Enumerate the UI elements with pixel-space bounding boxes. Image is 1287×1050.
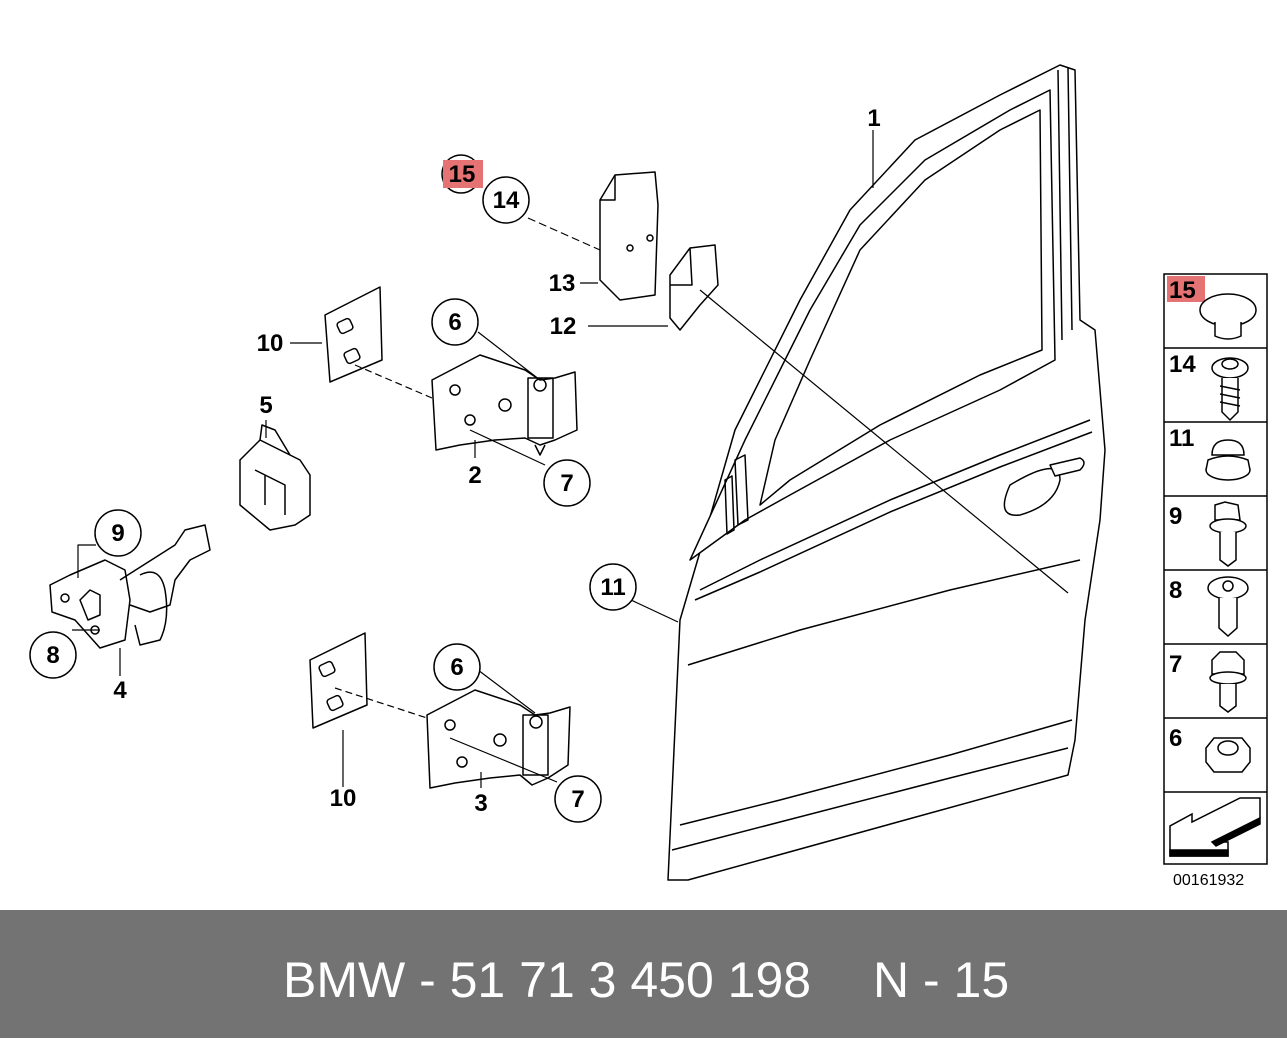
callout-circle-7-lower [554,775,602,823]
upper-shim-drawing [324,286,383,383]
leader-lines [72,130,1069,788]
cap-icon [1205,439,1251,481]
legend-number-15: 15 [1169,277,1196,304]
part-5-buffer [239,424,311,531]
highlight-15-legend [1167,276,1205,302]
callout-5: 5 [259,392,272,419]
callout-12: 12 [550,313,577,340]
callout-7-lower: 7 [571,786,584,813]
callout-circle-7-upper [543,459,591,507]
callout-7-upper: 7 [560,470,573,497]
callout-circle-6-lower [433,643,481,691]
footer-bar: BMW - 51 71 3 450 198 N - 15 [0,910,1287,1038]
legend-number-8: 8 [1169,577,1182,604]
part-number-text: BMW - 51 71 3 450 198 [283,952,812,1008]
legend-number-14: 14 [1169,351,1196,378]
page-reference-text: N - 15 [873,952,1010,1008]
bolt-icon [1209,501,1247,567]
callout-4: 4 [113,677,127,704]
legend-number-9: 9 [1169,503,1182,530]
callout-9: 9 [111,520,124,547]
door-drawing [667,64,1106,881]
legend-number-11: 11 [1169,425,1194,452]
callout-circle-14 [482,176,530,224]
callout-10-lower: 10 [330,785,357,812]
lower-shim-drawing [309,632,368,729]
screw-with-washer-icon [1211,357,1249,422]
parts-diagram: 1 15 14 13 12 10 6 5 2 7 9 11 8 6 4 10 3… [29,64,1268,889]
callout-15: 15 [449,161,476,188]
callout-10-upper: 10 [257,330,284,357]
torx-bolt-icon [1207,576,1249,638]
upper-hinge-drawing [431,354,578,456]
callout-8: 8 [46,642,59,669]
callout-6-upper: 6 [448,309,461,336]
callout-14: 14 [493,187,520,214]
callout-circle-11 [589,563,637,611]
callout-circle-6-upper [431,298,479,346]
hex-nut-icon [1205,737,1251,773]
callout-6-lower: 6 [450,654,463,681]
callout-circle-8 [29,631,77,679]
door-check-drawing [49,524,211,649]
highlight-15-main [443,160,483,188]
legend-number-6: 6 [1169,725,1182,752]
callout-11: 11 [600,574,625,601]
image-number: 00161932 [1173,872,1244,889]
hex-bolt-icon [1209,651,1247,713]
legend-number-7: 7 [1169,651,1182,678]
part-13-block [599,171,659,301]
lower-hinge-drawing [426,689,571,789]
plug-cap-icon [1199,293,1257,340]
callout-3: 3 [474,790,487,817]
callout-circle-9 [94,509,142,557]
callout-2: 2 [468,462,481,489]
callout-1: 1 [867,105,880,132]
callout-13: 13 [549,270,576,297]
part-12-pad [669,244,719,331]
direction-arrow-icon [1169,797,1261,857]
